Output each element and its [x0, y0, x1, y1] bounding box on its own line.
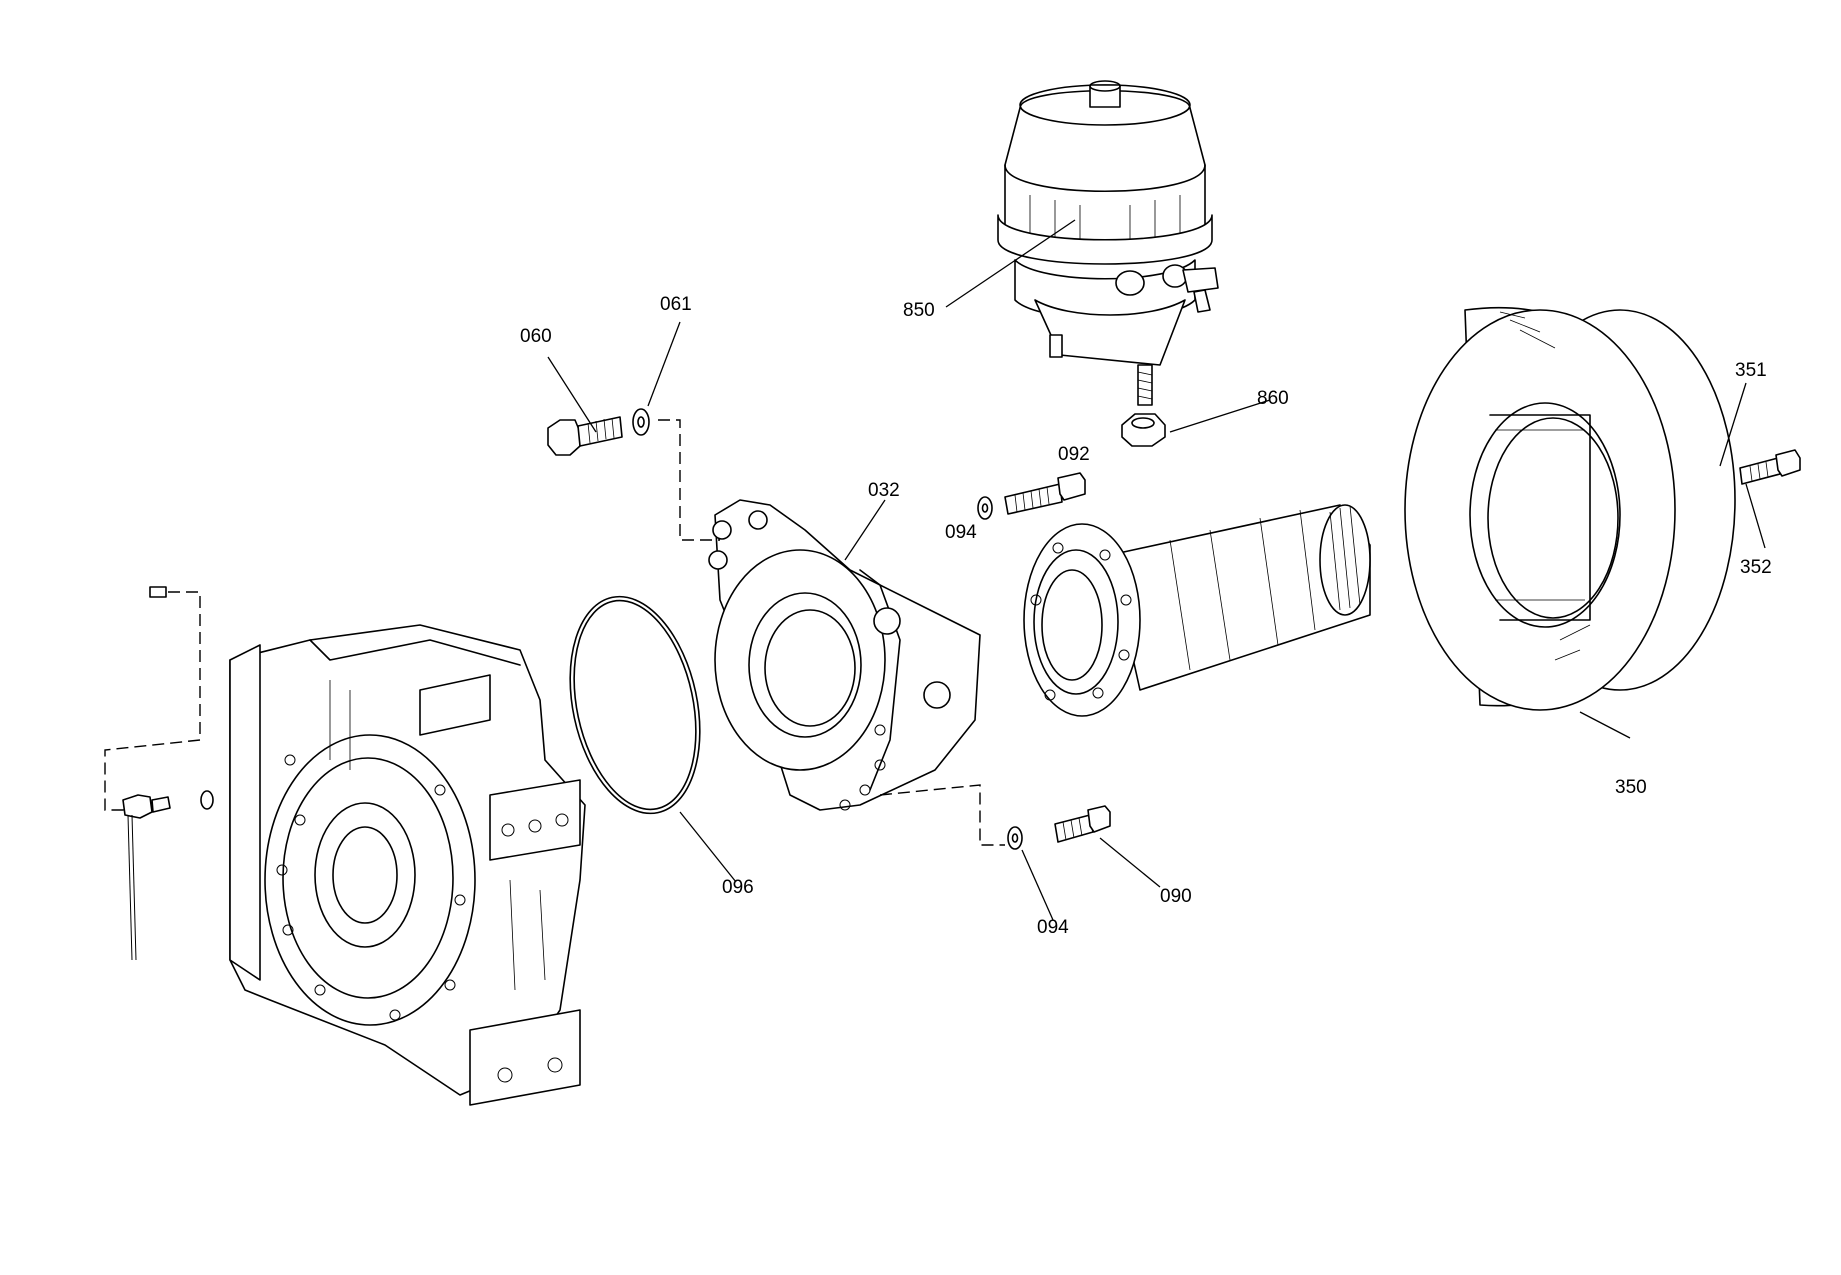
callout-352: 352: [1740, 557, 1772, 578]
callout-060: 060: [520, 326, 552, 347]
brake-disc-350: [1404, 306, 1736, 711]
washer-061: [632, 408, 650, 436]
callout-096: 096: [722, 877, 754, 898]
callout-092: 092: [1058, 444, 1090, 465]
washer-094-top: [977, 496, 993, 520]
callout-032: 032: [868, 480, 900, 501]
callout-labels: 850 860 060 061 032 092 094 351 352 350 …: [520, 294, 1772, 938]
callout-351: 351: [1735, 360, 1767, 381]
callout-850: 850: [903, 300, 935, 321]
callout-094-bottom: 094: [1037, 917, 1069, 938]
bolt-092: [1004, 472, 1086, 515]
axle-stub: [1023, 504, 1371, 717]
callout-860: 860: [1257, 388, 1289, 409]
brake-carrier-032: [708, 499, 981, 811]
axle-housing: [229, 624, 586, 1106]
callout-061: 061: [660, 294, 692, 315]
bolt-060: [547, 416, 623, 456]
bolt-090: [1054, 805, 1111, 843]
leader-lines: [547, 219, 1766, 921]
callout-090: 090: [1160, 886, 1192, 907]
callout-094-top: 094: [945, 522, 977, 543]
brake-cylinder-850: [997, 80, 1219, 406]
nut-860: [1121, 413, 1166, 447]
callout-350: 350: [1615, 777, 1647, 798]
bolt-352: [1739, 449, 1801, 485]
speed-sensor: [122, 586, 214, 961]
assembly-dash-lines: [104, 419, 1005, 846]
o-ring-096: [569, 595, 701, 815]
washer-094-bottom: [1007, 826, 1023, 850]
